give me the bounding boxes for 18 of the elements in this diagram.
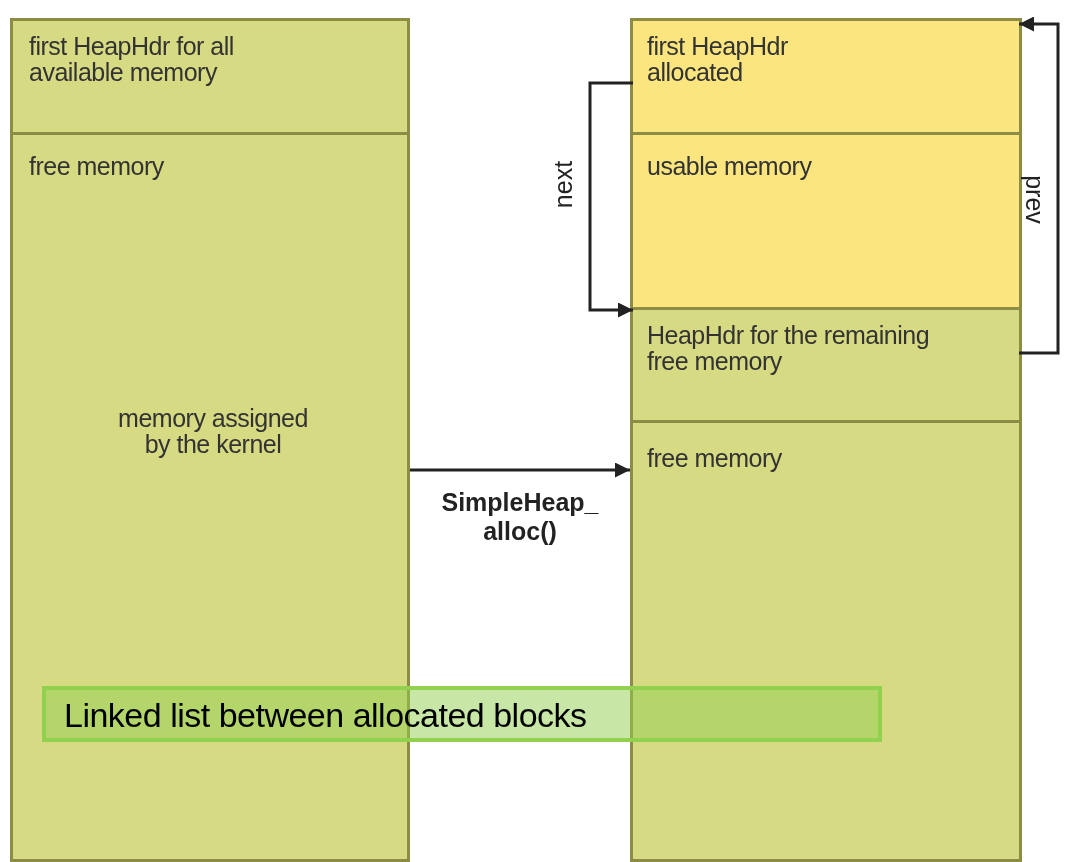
arrow bbox=[588, 81, 633, 318]
callout-box bbox=[42, 686, 882, 742]
edge-label: next bbox=[549, 160, 579, 209]
arrow bbox=[1019, 16, 1060, 355]
edge-label: prev bbox=[1019, 175, 1049, 224]
segment-label: memory assigned by the kernel bbox=[117, 405, 309, 458]
memory-segment bbox=[633, 135, 1019, 310]
edge-label: SimpleHeap_ alloc() bbox=[440, 488, 600, 546]
segment-label: first HeapHdr allocated bbox=[647, 33, 789, 86]
segment-label: usable memory bbox=[647, 153, 813, 180]
arrow bbox=[410, 462, 630, 478]
segment-label: HeapHdr for the remaining free memory bbox=[647, 322, 931, 375]
segment-label: first HeapHdr for all available memory bbox=[29, 33, 235, 86]
memory-column bbox=[630, 18, 1022, 862]
callout-text: Linked list between allocated blocks bbox=[64, 696, 588, 735]
memory-segment bbox=[633, 21, 1019, 135]
segment-label: free memory bbox=[29, 153, 165, 180]
segment-label: free memory bbox=[647, 445, 783, 472]
